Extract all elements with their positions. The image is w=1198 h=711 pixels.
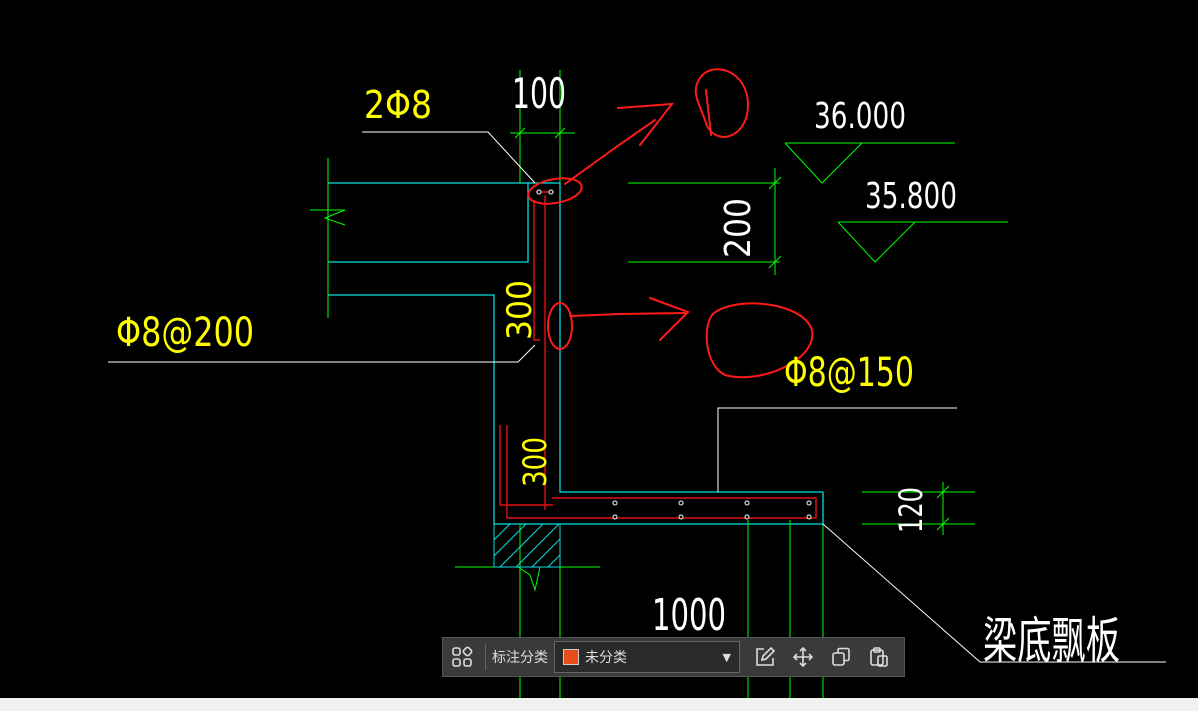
rebar-dots bbox=[536, 189, 812, 520]
drawing-title: 梁底飘板 bbox=[983, 612, 1120, 670]
label-dim-slab: 200 bbox=[718, 198, 759, 258]
chevron-down-icon: ▼ bbox=[722, 650, 731, 664]
category-color-swatch bbox=[563, 649, 579, 665]
label-elevation-bottom: 35.800 bbox=[865, 176, 957, 217]
status-bar bbox=[0, 698, 1198, 711]
move-icon[interactable] bbox=[790, 644, 816, 670]
label-rebar-top: 2Φ8 bbox=[364, 83, 432, 127]
toolbar-divider bbox=[485, 644, 486, 670]
edit-icon[interactable] bbox=[752, 644, 778, 670]
label-stirrup-left: Φ8@200 bbox=[116, 310, 254, 356]
cad-labels: 2Φ8 100 36.000 35.800 200 300 Φ8@200 Φ8@… bbox=[116, 69, 1120, 670]
label-dim-wall: 300 bbox=[500, 280, 540, 340]
copy-icon[interactable] bbox=[828, 644, 854, 670]
category-label: 标注分类 bbox=[492, 650, 548, 666]
label-elevation-top: 36.000 bbox=[814, 96, 906, 137]
concrete-outline bbox=[328, 182, 824, 525]
category-dropdown[interactable]: 未分类 ▼ bbox=[554, 641, 740, 673]
label-dim-inner: 300 bbox=[516, 437, 554, 487]
label-dim-length: 1000 bbox=[652, 590, 726, 641]
paste-icon[interactable] bbox=[866, 644, 892, 670]
hatch bbox=[493, 523, 561, 568]
leader-lines bbox=[108, 131, 1166, 663]
markup bbox=[527, 68, 814, 379]
label-dim-width: 100 bbox=[512, 69, 566, 118]
annotation-toolbar: 标注分类 未分类 ▼ bbox=[442, 637, 905, 677]
label-stirrup-right: Φ8@150 bbox=[784, 350, 914, 396]
label-dim-plate: 120 bbox=[892, 487, 930, 533]
grid-icon[interactable] bbox=[449, 644, 475, 670]
category-value: 未分类 bbox=[585, 650, 627, 666]
